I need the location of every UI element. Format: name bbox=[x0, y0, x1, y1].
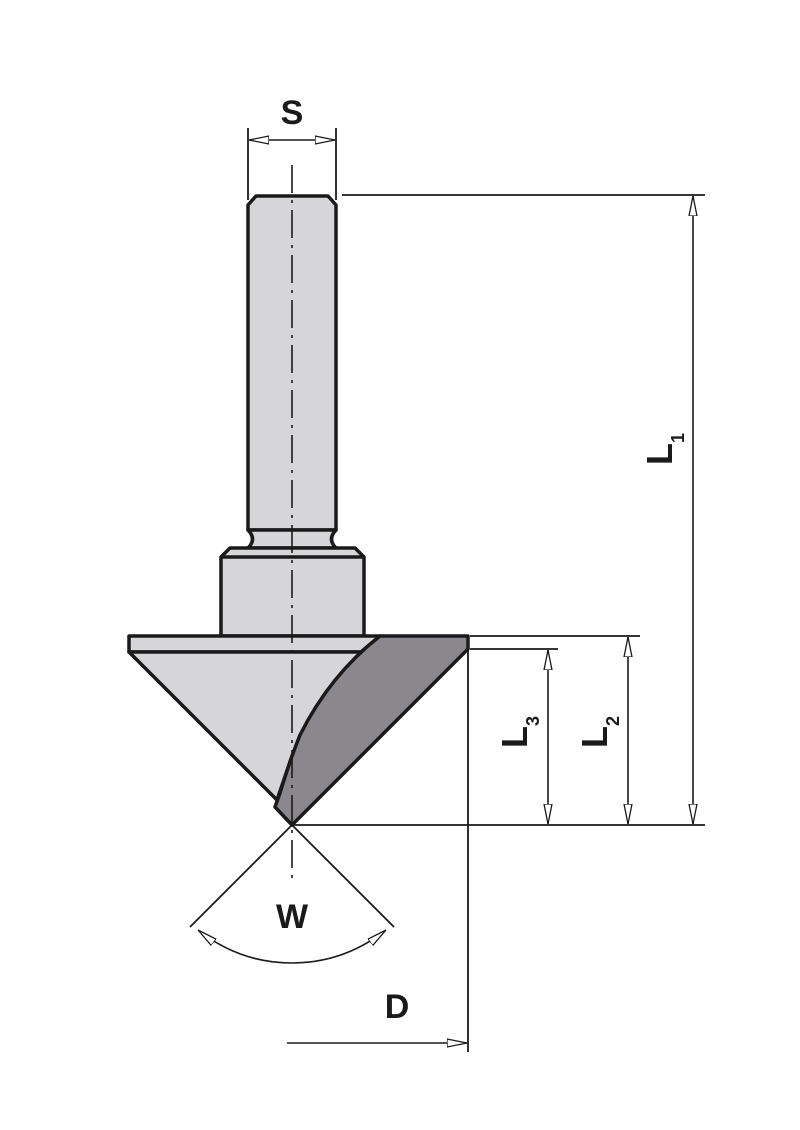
label-l2: L 2 bbox=[574, 716, 623, 748]
label-d: D bbox=[385, 988, 410, 1026]
label-s: S bbox=[281, 94, 304, 132]
label-l2-main: L bbox=[574, 726, 615, 748]
label-l1: L 1 bbox=[639, 433, 688, 465]
label-l1-main: L bbox=[639, 443, 680, 465]
flange bbox=[127, 634, 382, 654]
dim-w-arc bbox=[197, 929, 293, 964]
label-l3-main: L bbox=[494, 726, 535, 748]
label-l3: L 3 bbox=[494, 716, 543, 748]
label-l3-sub: 3 bbox=[523, 716, 543, 726]
cutting-edge bbox=[273, 634, 470, 827]
label-w: W bbox=[276, 898, 309, 936]
label-l2-sub: 2 bbox=[603, 716, 623, 726]
label-l1-sub: 1 bbox=[668, 433, 688, 443]
